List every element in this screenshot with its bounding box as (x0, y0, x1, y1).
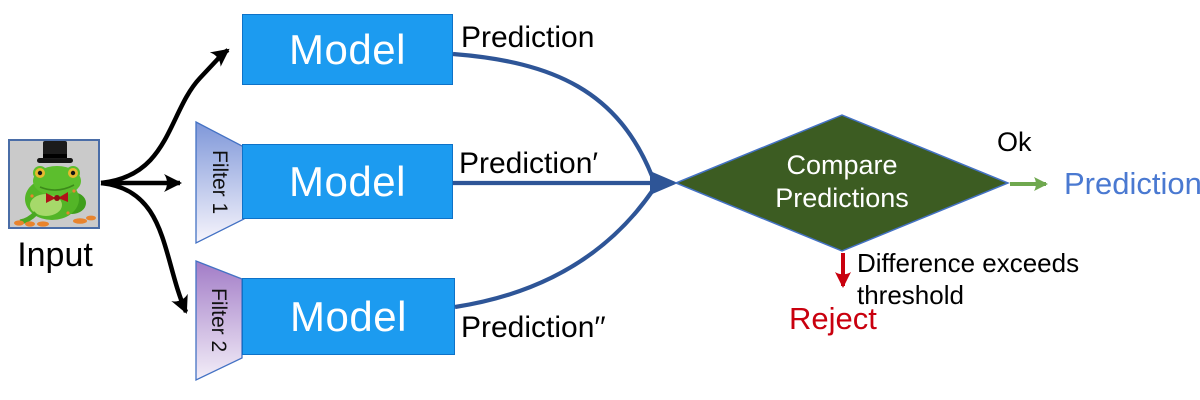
reject-condition-line2: threshold (857, 280, 964, 310)
filter-1-shape (195, 120, 245, 245)
filter-2-label: Filter 2 (207, 287, 230, 353)
model-box-middle-label: Model (289, 157, 406, 205)
ok-label: Ok (997, 127, 1032, 157)
compare-decision-diamond (674, 114, 1010, 252)
reject-label: Reject (789, 301, 877, 336)
prediction-label-bottom: Prediction′′ (461, 311, 606, 344)
input-image (8, 139, 100, 229)
frog-illustration (14, 141, 96, 227)
filter-2-shape (195, 260, 243, 382)
model-box-bottom-label: Model (290, 292, 407, 340)
prediction-label-middle: Prediction′ (459, 147, 599, 180)
input-label: Input (17, 236, 93, 274)
reject-condition-label: Difference exceeds threshold (857, 247, 1079, 311)
model-box-top-label: Model (289, 25, 406, 73)
arrow-input-to-model1 (100, 48, 230, 186)
connector-prediction-bottom (454, 188, 655, 310)
prediction-label-top: Prediction (461, 21, 595, 54)
arrow-input-to-filter2 (100, 180, 189, 314)
filter-1-label: Filter 1 (208, 149, 231, 215)
model-box-bottom: Model (242, 278, 455, 355)
connector-arrowhead-icon (650, 171, 678, 195)
reject-condition-line1: Difference exceeds (857, 248, 1080, 278)
compare-predictions-line1: Compare (786, 150, 898, 180)
model-box-middle: Model (242, 144, 453, 219)
compare-predictions-line2: Predictions (775, 183, 909, 213)
accept-prediction-label: Prediction (1064, 166, 1200, 201)
compare-predictions-label: Compare Predictions (742, 149, 942, 215)
model-box-top: Model (242, 14, 453, 85)
connector-prediction-top (452, 51, 654, 177)
